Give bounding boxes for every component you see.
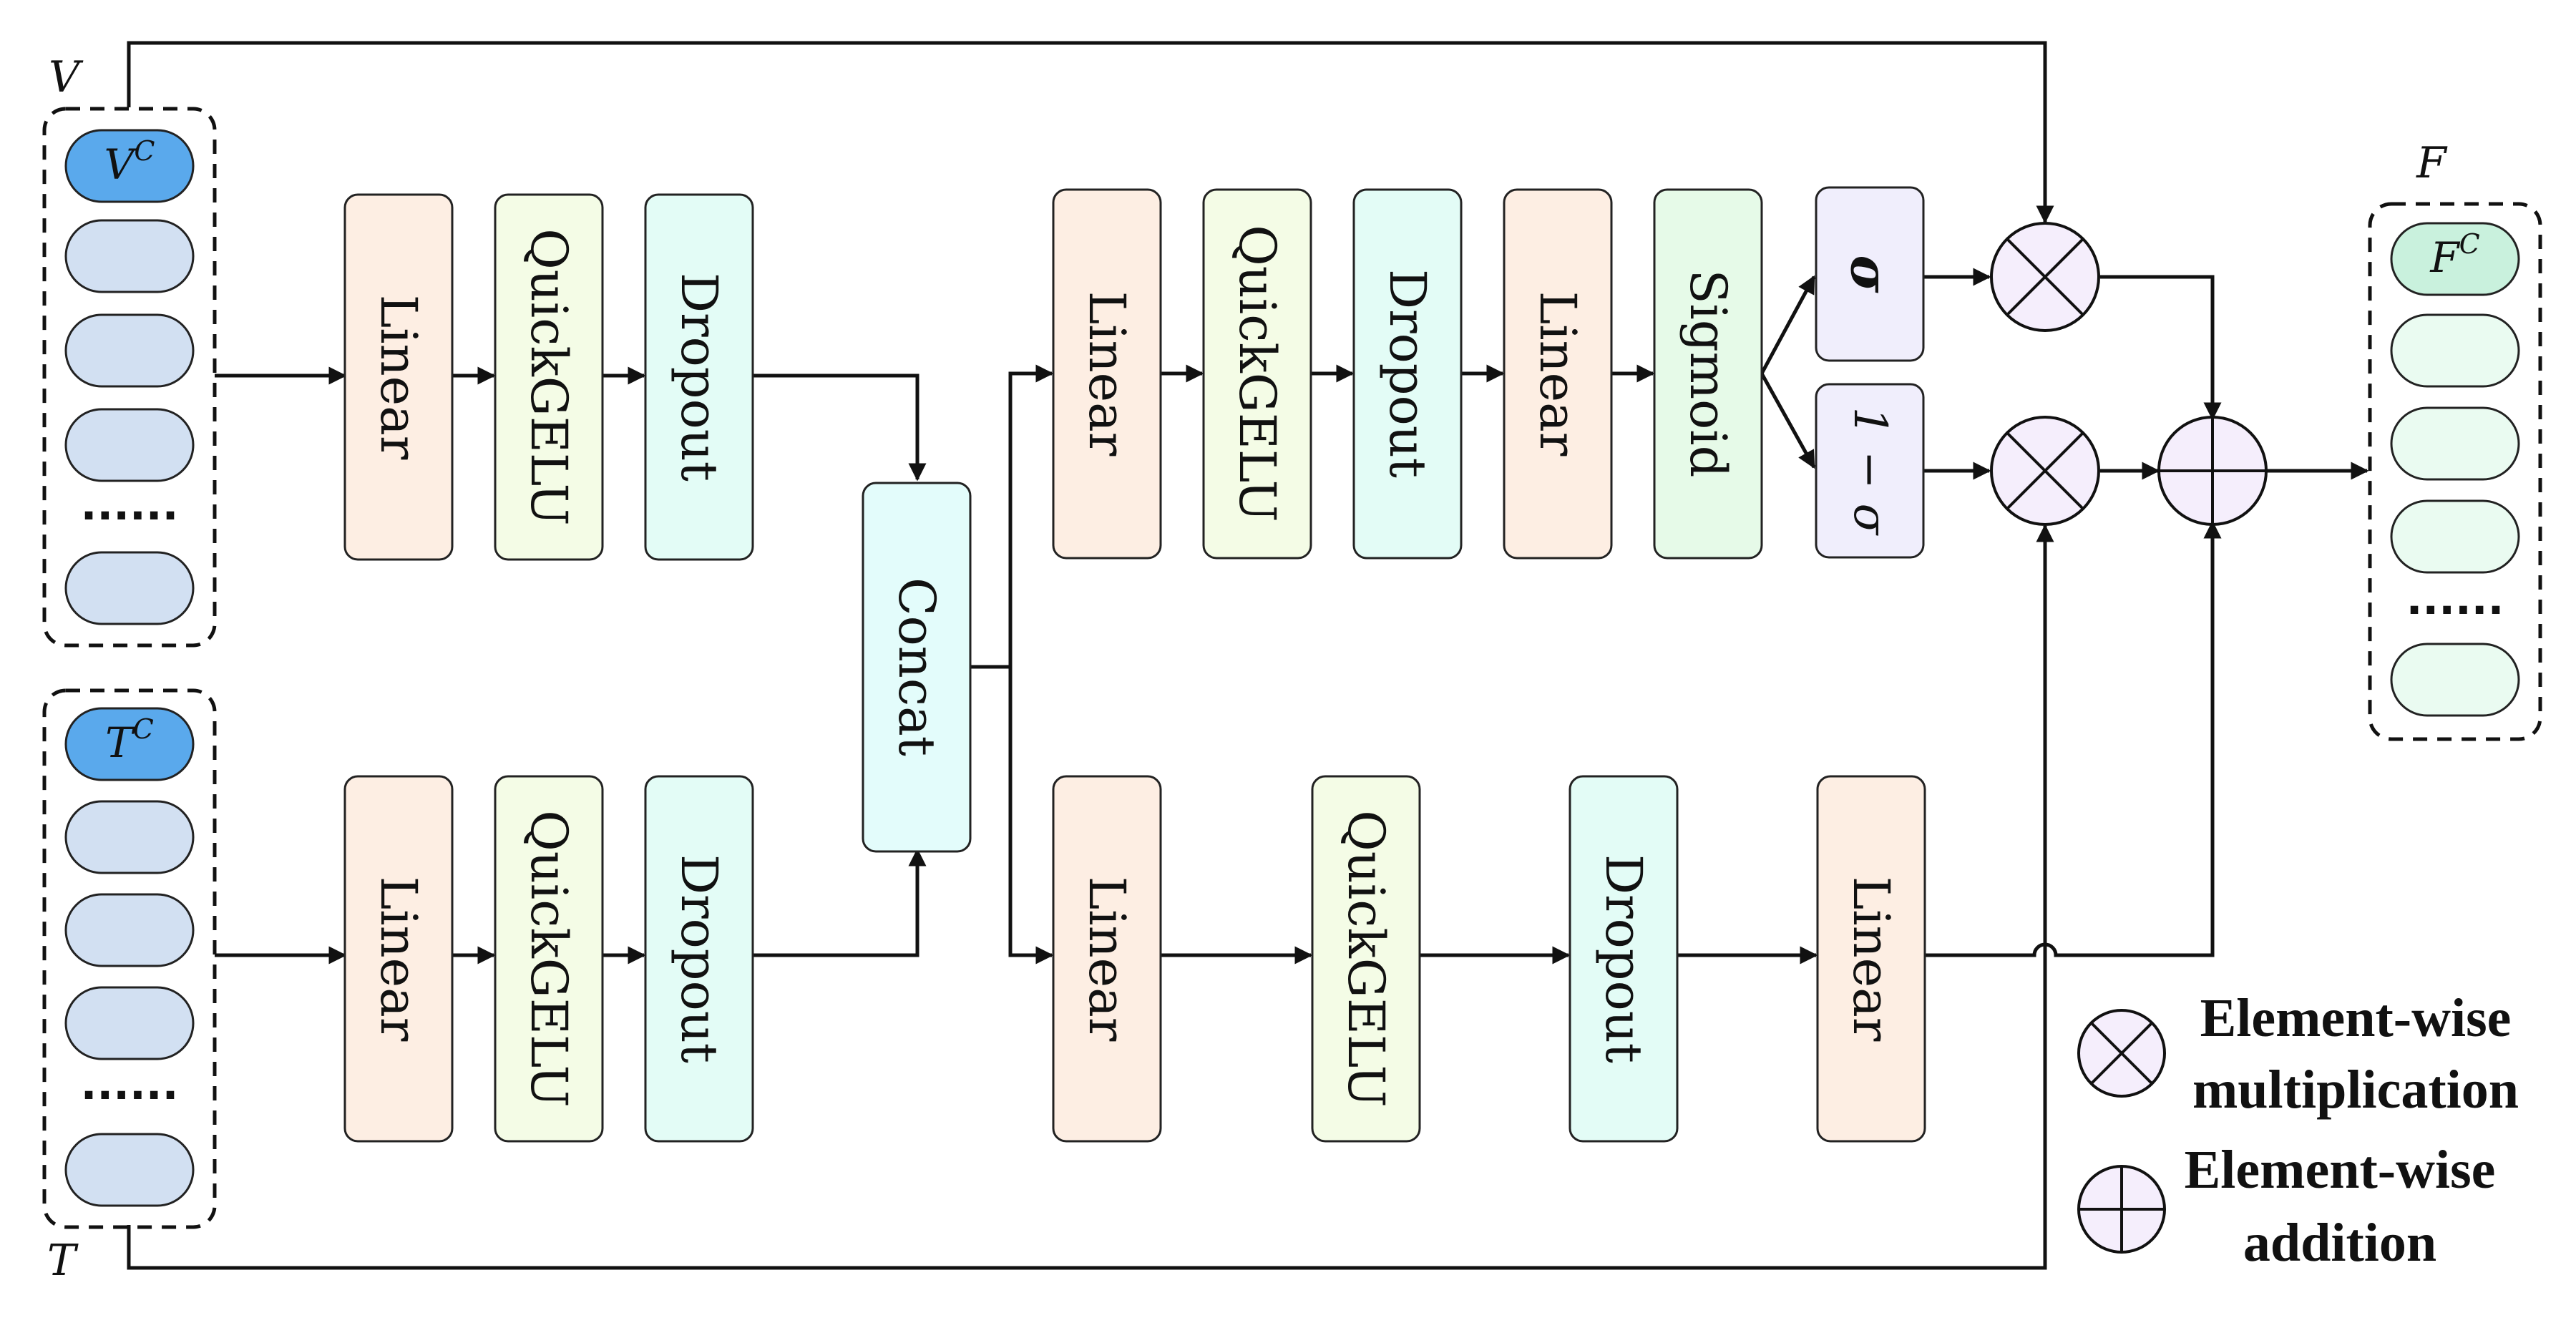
arrow-sigmoid-to-one-minus-sigma xyxy=(1760,372,1816,469)
v-linear-block xyxy=(343,193,454,561)
one-minus-sigma-block xyxy=(1815,383,1925,559)
gate-quickgelu-block xyxy=(1202,188,1312,560)
f-label: F xyxy=(2416,138,2448,188)
t-token xyxy=(64,1133,195,1207)
one-minus-sigma-label: 1 − σ xyxy=(1843,407,1896,537)
bottom-linear-label: Linear xyxy=(1078,877,1136,1042)
sigma-block xyxy=(1815,186,1925,362)
v-group-border xyxy=(42,107,217,648)
v-linear-label: Linear xyxy=(369,295,428,460)
t-group-border xyxy=(42,688,217,1229)
legend-multiply-icon xyxy=(2077,1009,2166,1098)
t-token-highlight xyxy=(64,707,195,781)
bottom-dropout-block xyxy=(1568,775,1679,1143)
legend-addition-line2: addition xyxy=(2243,1213,2436,1273)
v-quickgelu-block xyxy=(494,193,604,561)
multiply-operator-bottom xyxy=(1990,416,2100,526)
input-v-group: V VC ...... xyxy=(42,52,217,648)
t-linear-label: Linear xyxy=(369,877,428,1042)
bottom-linear-block xyxy=(1052,775,1162,1143)
concat-block-group: Concat xyxy=(862,482,972,853)
gate-linear-label: Linear xyxy=(1078,291,1136,456)
v-token-label: VC xyxy=(104,135,155,189)
t-token xyxy=(64,893,195,967)
multiply-operator-top xyxy=(1990,222,2100,332)
legend-multiplication-line2: multiplication xyxy=(2192,1060,2519,1120)
input-t-group: TC ...... T xyxy=(42,688,217,1286)
bottom-quickgelu-block xyxy=(1311,775,1421,1143)
bottom-dropout-label: Dropout xyxy=(1594,854,1653,1063)
t-linear-block xyxy=(343,775,454,1143)
t-branch: Linear QuickGELU Dropout xyxy=(343,775,754,1143)
t-ellipsis: ...... xyxy=(81,1060,179,1110)
residual-branch: Linear QuickGELU Dropout Linear xyxy=(1052,775,1926,1143)
gate-dropout-label: Dropout xyxy=(1378,269,1437,478)
sigmoid-label: Sigmoid xyxy=(1679,270,1737,478)
t-token xyxy=(64,986,195,1060)
v-label: V xyxy=(49,52,84,102)
v-ellipsis: ...... xyxy=(81,480,179,530)
v-token xyxy=(64,219,195,293)
bottom-linear2-label: Linear xyxy=(1842,877,1901,1042)
t-quickgelu-label: QuickGELU xyxy=(519,810,578,1107)
output-f-group: F FC ...... xyxy=(2368,138,2542,741)
legend-multiplication-line1: Element-wise xyxy=(2200,988,2512,1048)
v-branch: Linear QuickGELU Dropout xyxy=(343,193,754,561)
gate-linear2-block xyxy=(1503,188,1613,560)
f-token xyxy=(2390,643,2520,717)
concat-block xyxy=(862,482,972,853)
bottom-quickgelu-label: QuickGELU xyxy=(1337,810,1395,1107)
concat-label: Concat xyxy=(887,577,946,756)
add-operator xyxy=(2157,416,2268,526)
arrow-dropout-to-concat xyxy=(753,373,927,482)
arrow-sigmoid-to-sigma xyxy=(1760,275,1816,375)
arrow-concat-to-gate-linear xyxy=(970,364,1054,669)
gate-linear2-label: Linear xyxy=(1528,291,1587,456)
v-dropout-label: Dropout xyxy=(670,273,728,482)
v-token-highlight xyxy=(64,129,195,203)
t-quickgelu-block xyxy=(494,775,604,1143)
operators xyxy=(1990,222,2268,526)
arrow-t-skip-to-mult xyxy=(127,524,2054,1270)
v-token xyxy=(64,551,195,625)
t-dropout-label: Dropout xyxy=(670,854,728,1063)
sigmoid-block xyxy=(1653,188,1763,560)
arrow-v-skip-to-mult xyxy=(127,41,2054,224)
gate-dropout-block xyxy=(1352,188,1463,560)
f-token-highlight xyxy=(2390,222,2520,296)
legend-add-icon xyxy=(2077,1165,2166,1254)
gate-quickgelu-label: QuickGELU xyxy=(1228,225,1287,522)
arrow-mult-top-to-add xyxy=(2100,275,2222,421)
arrow-bottom-linear-to-add xyxy=(1925,520,2222,957)
t-label: T xyxy=(47,1236,79,1286)
connectors xyxy=(127,41,2369,1270)
arrow-dropout-to-concat-t xyxy=(753,848,927,957)
t-dropout-block xyxy=(644,775,754,1143)
arrow-concat-to-bottom-linear xyxy=(1008,667,1054,965)
f-token xyxy=(2390,406,2520,481)
f-token xyxy=(2390,499,2520,574)
v-token xyxy=(64,313,195,388)
f-ellipsis: ...... xyxy=(2406,575,2504,625)
f-token-label: FC xyxy=(2429,228,2479,282)
gate-linear-block xyxy=(1052,188,1162,560)
t-token xyxy=(64,800,195,874)
v-dropout-block xyxy=(644,193,754,561)
f-token xyxy=(2390,313,2520,388)
v-quickgelu-label: QuickGELU xyxy=(519,228,578,525)
legend-addition-line1: Element-wise xyxy=(2185,1140,2496,1200)
gate-branch: Linear QuickGELU Dropout Linear Sigmoid … xyxy=(1052,186,1925,560)
sigma-label: σ xyxy=(1840,255,1901,293)
legend: Element-wise multiplication Element-wise… xyxy=(2077,988,2519,1273)
t-token-label: TC xyxy=(105,713,154,767)
bottom-linear2-block xyxy=(1816,775,1926,1143)
v-token xyxy=(64,408,195,482)
